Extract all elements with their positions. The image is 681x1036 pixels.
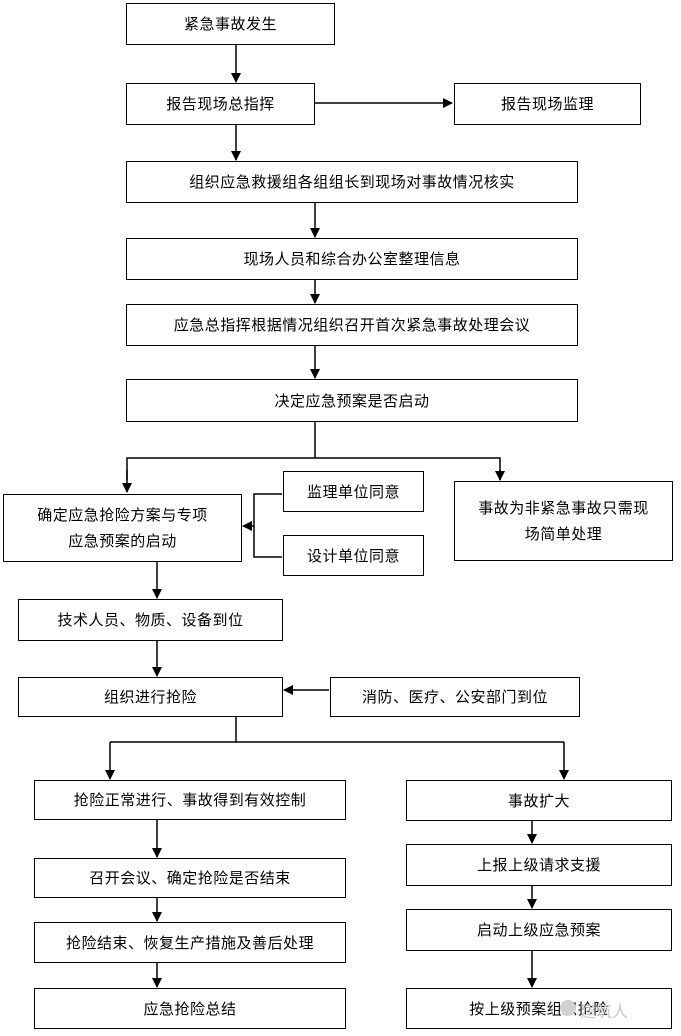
node-escalation: 事故扩大 <box>406 780 672 821</box>
node-resources-ready: 技术人员、物质、设备到位 <box>18 599 283 641</box>
node-under-control: 抢险正常进行、事故得到有效控制 <box>34 780 346 820</box>
node-supervisor-approval: 监理单位同意 <box>283 471 424 512</box>
node-first-meeting: 应急总指挥根据情况组织召开首次紧急事故处理会议 <box>126 304 578 346</box>
node-summary: 应急抢险总结 <box>34 988 346 1029</box>
node-start-rescue: 组织进行抢险 <box>18 677 283 717</box>
node-end-meeting: 召开会议、确定抢险是否结束 <box>34 858 346 898</box>
node-confirm-plan: 确定应急抢险方案与专项应急预案的启动 <box>3 494 242 562</box>
node-non-emergency: 事故为非紧急事故只需现场简单处理 <box>454 481 673 561</box>
node-decide-plan: 决定应急预案是否启动 <box>126 379 578 422</box>
node-request-support: 上报上级请求支援 <box>406 844 672 886</box>
node-upper-plan: 启动上级应急预案 <box>406 909 672 951</box>
node-accident-occurs: 紧急事故发生 <box>126 3 335 45</box>
node-recovery: 抢险结束、恢复生产措施及善后处理 <box>34 922 346 963</box>
watermark-logo-icon <box>560 1000 576 1016</box>
node-verify-situation: 组织应急救援组各组组长到现场对事故情况核实 <box>126 161 578 203</box>
approval-bracket <box>253 493 282 558</box>
branch-n7 <box>126 457 501 480</box>
node-agencies-arrive: 消防、医疗、公安部门到位 <box>330 677 580 717</box>
node-upper-rescue: 按上级预案组织抢险 <box>406 988 672 1029</box>
split-n13 <box>110 717 237 743</box>
node-report-site-commander: 报告现场总指挥 <box>126 83 315 125</box>
node-report-site-supervisor: 报告现场监理 <box>454 83 641 125</box>
watermark-text: 建筑人 <box>580 1002 629 1021</box>
node-organize-info: 现场人员和综合办公室整理信息 <box>126 238 578 280</box>
node-designer-approval: 设计单位同意 <box>283 535 424 576</box>
